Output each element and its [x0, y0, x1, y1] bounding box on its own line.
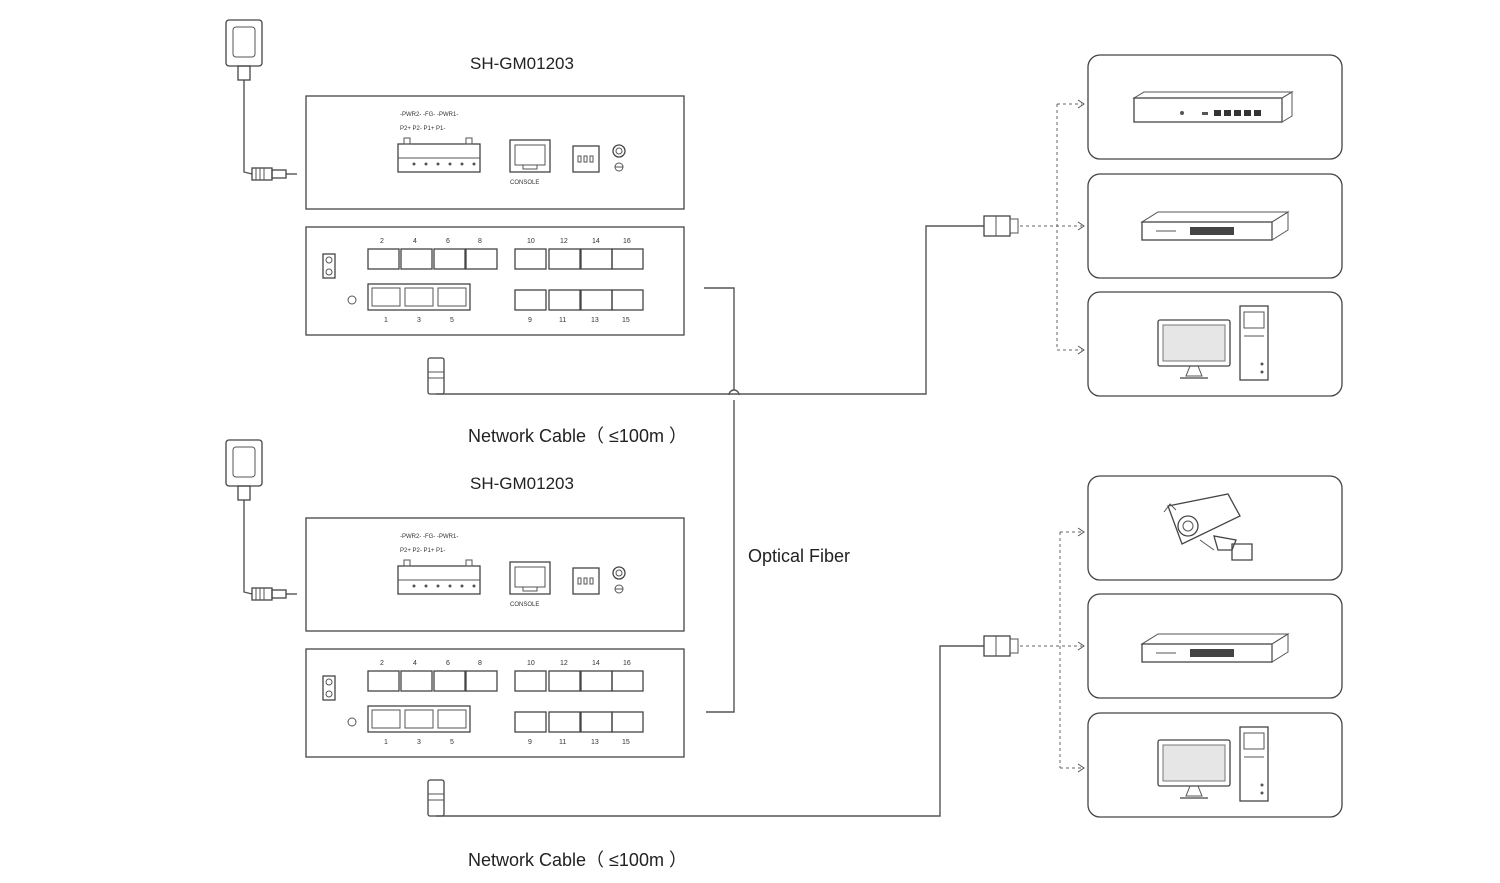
device-box-computer	[1087, 712, 1343, 818]
switch-top-panel	[305, 95, 685, 210]
optical-fiber-link	[704, 287, 740, 713]
svg-text:2: 2	[380, 238, 384, 245]
switch-model-label-bottom: SH-GM01203	[470, 474, 574, 493]
switch-icon	[1140, 633, 1290, 663]
svg-text:6: 6	[446, 238, 450, 245]
rj45-connector-icon	[983, 215, 1019, 237]
svg-text:1: 1	[384, 317, 388, 324]
svg-text:8: 8	[478, 660, 482, 667]
device-box-switch	[1087, 593, 1343, 699]
rj45-connector-icon	[983, 635, 1019, 657]
switch-bottom-panel	[305, 226, 685, 336]
optical-fiber-label: Optical Fiber	[748, 546, 851, 566]
svg-text:13: 13	[591, 317, 599, 324]
svg-text:15: 15	[622, 739, 630, 746]
device-box-camera	[1087, 475, 1343, 581]
network-cable-bottom	[436, 645, 984, 817]
dc-plug-icon	[251, 587, 297, 601]
power-adapter-icon	[225, 19, 263, 88]
svg-text:2: 2	[380, 660, 384, 667]
power-terminal-block	[397, 137, 481, 173]
svg-text:10: 10	[527, 238, 535, 245]
power-terminal-block	[397, 559, 481, 595]
sfp-ports	[367, 670, 644, 733]
svg-text:16: 16	[623, 238, 631, 245]
camera-icon	[1163, 493, 1253, 561]
distribution-lines-bottom	[1020, 527, 1085, 773]
svg-text:5: 5	[450, 739, 454, 746]
sfp-ports	[367, 248, 644, 311]
pwr-led-indicator	[322, 253, 357, 305]
ground-screw	[612, 144, 626, 172]
router-icon	[1132, 91, 1294, 123]
power-terminal-label: -PWR2- -FG- -PWR1-	[400, 534, 458, 540]
console-label: CONSOLE	[510, 602, 539, 608]
network-cable-label-bottom: Network Cable（ ≤100m ）	[468, 850, 687, 870]
svg-text:9: 9	[528, 739, 532, 746]
device-box-router	[1087, 54, 1343, 160]
rj45-ports	[367, 283, 471, 311]
port-numbers-bottom: 1 3 5 9 11 13 15	[384, 317, 630, 324]
switch-model-label-top: SH-GM01203	[470, 54, 574, 73]
svg-text:4: 4	[413, 660, 417, 667]
rj45-plug-icon	[427, 779, 445, 817]
console-port	[509, 561, 551, 595]
rj45-ports	[367, 705, 471, 733]
svg-text:6: 6	[446, 660, 450, 667]
switch-unit-bottom: -PWR2- -FG- -PWR1- P2+ P2- P1+ P1- CONSO…	[225, 439, 685, 817]
device-box-switch	[1087, 173, 1343, 279]
network-cable-label-top: Network Cable（ ≤100m ）	[468, 426, 687, 446]
console-label: CONSOLE	[510, 180, 539, 186]
svg-text:11: 11	[559, 739, 566, 746]
svg-text:3: 3	[417, 739, 421, 746]
svg-text:14: 14	[592, 238, 600, 245]
svg-text:5: 5	[450, 317, 454, 324]
switch-top-panel	[305, 517, 685, 632]
network-cable-top	[436, 225, 984, 395]
svg-text:15: 15	[622, 317, 630, 324]
port-numbers-top: 2 4 6 8 10 12 14 16	[380, 238, 631, 245]
rj45-plug-icon	[427, 357, 445, 395]
svg-text:11: 11	[559, 317, 566, 324]
svg-text:14: 14	[592, 660, 600, 667]
power-pins-label: P2+ P2- P1+ P1-	[400, 126, 445, 132]
power-pins-label: P2+ P2- P1+ P1-	[400, 548, 445, 554]
svg-text:12: 12	[560, 238, 568, 245]
port-numbers-top: 2 4 6 8 10 12 14 16	[380, 660, 631, 667]
distribution-lines-top	[1020, 99, 1085, 355]
dip-switch	[572, 145, 600, 173]
power-terminal-label: -PWR2- -FG- -PWR1-	[400, 112, 458, 118]
power-adapter-icon	[225, 439, 263, 508]
svg-text:10: 10	[527, 660, 535, 667]
computer-icon	[1157, 305, 1269, 381]
svg-text:4: 4	[413, 238, 417, 245]
svg-text:12: 12	[560, 660, 568, 667]
dip-switch	[572, 567, 600, 595]
switch-bottom-panel	[305, 648, 685, 758]
console-port	[509, 139, 551, 173]
svg-text:16: 16	[623, 660, 631, 667]
ground-screw	[612, 566, 626, 594]
svg-text:3: 3	[417, 317, 421, 324]
switch-unit-top: -PWR2- -FG- -PWR1- P2+ P2- P1+ P1- CONSO…	[225, 19, 685, 395]
svg-text:9: 9	[528, 317, 532, 324]
port-numbers-bottom: 1 3 5 9 11 13 15	[384, 739, 630, 746]
switch-icon	[1140, 211, 1290, 241]
dc-plug-icon	[251, 167, 297, 181]
pwr-led-indicator	[322, 675, 357, 727]
computer-icon	[1157, 726, 1269, 802]
device-box-computer	[1087, 291, 1343, 397]
svg-text:13: 13	[591, 739, 599, 746]
svg-text:1: 1	[384, 739, 388, 746]
svg-text:8: 8	[478, 238, 482, 245]
